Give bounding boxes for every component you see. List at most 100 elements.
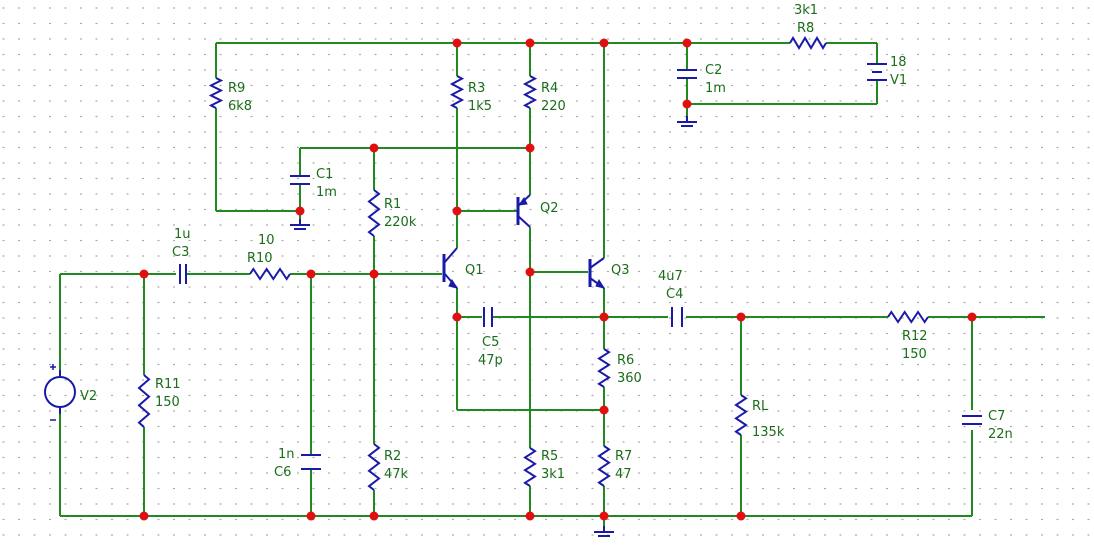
resistor-r2 (367, 443, 381, 491)
capacitor-c5 (483, 307, 493, 327)
transistor-q3 (588, 257, 606, 289)
junction-node-21 (369, 511, 379, 521)
junction-node-15 (599, 312, 609, 322)
c3-value: 1u (174, 227, 191, 242)
junction-node-1 (452, 38, 462, 48)
q2-ref: Q2 (540, 201, 559, 216)
junction-nodes (139, 38, 977, 521)
junction-node-14 (452, 312, 462, 322)
junction-node-23 (599, 511, 609, 521)
c7-ref: C7 (988, 409, 1005, 424)
junction-node-8 (295, 206, 305, 216)
ground-symbol-main (594, 526, 614, 537)
r5-value: 3k1 (541, 467, 565, 482)
resistor-r5 (523, 447, 537, 487)
r2-value: 47k (384, 467, 409, 482)
junction-node-5 (682, 99, 692, 109)
junction-node-19 (139, 511, 149, 521)
resistor-r3 (449, 75, 465, 109)
capacitor-c1 (290, 175, 310, 185)
r8-ref: R8 (797, 21, 814, 36)
junction-node-18 (599, 405, 609, 415)
q3-ref: Q3 (611, 263, 630, 278)
junction-node-7 (525, 143, 535, 153)
c6-value: 1n (278, 447, 295, 462)
capacitor-c2 (677, 69, 697, 79)
components (44, 36, 982, 537)
r11-value: 150 (155, 395, 180, 410)
r4-ref: R4 (541, 81, 558, 96)
resistor-r7 (597, 445, 611, 487)
wires (59, 42, 1045, 526)
r10-ref: R10 (247, 251, 273, 266)
c1-ref: C1 (316, 167, 333, 182)
r7-ref: R7 (615, 449, 632, 464)
ground-symbol-c2 (677, 116, 697, 127)
resistor-r4 (522, 75, 538, 109)
ground-symbol-c1 (290, 219, 310, 230)
junction-node-13 (525, 267, 535, 277)
c5-ref: C5 (482, 335, 499, 350)
c2-value: 1m (705, 81, 726, 96)
r3-ref: R3 (468, 81, 485, 96)
c4-ref: C4 (666, 287, 683, 302)
resistor-r8 (789, 36, 827, 50)
r2-ref: R2 (384, 449, 401, 464)
r8-value: 3k1 (794, 3, 818, 18)
v1-ref: V1 (890, 73, 907, 88)
junction-node-4 (682, 38, 692, 48)
c6-ref: C6 (274, 465, 291, 480)
c5-value: 47p (478, 353, 503, 368)
r12-ref: R12 (902, 329, 928, 344)
r4-value: 220 (541, 99, 566, 114)
c7-value: 22n (988, 427, 1013, 442)
resistor-r12 (887, 310, 929, 324)
capacitor-c6 (301, 454, 321, 470)
r6-ref: R6 (617, 353, 634, 368)
r6-value: 360 (617, 371, 642, 386)
voltage-source-v2 (44, 364, 76, 421)
wire-net (59, 42, 1045, 517)
r10-value: 10 (258, 233, 275, 248)
junction-node-3 (599, 38, 609, 48)
resistor-r10 (249, 267, 291, 281)
c4-value: 4u7 (658, 269, 683, 284)
battery-v1 (867, 63, 887, 81)
grid-dot-pattern (2, 7, 1090, 536)
capacitor-c7 (962, 415, 982, 425)
capacitor-c3 (179, 264, 187, 284)
r9-value: 6k8 (228, 99, 252, 114)
junction-node-20 (306, 511, 316, 521)
grid-dots (2, 7, 1090, 536)
labels: R9 6k8 R3 1k5 R4 220 3k1 R8 18 V1 C2 1m … (80, 3, 1013, 482)
junction-node-6 (369, 143, 379, 153)
v2-ref: V2 (80, 389, 97, 404)
junction-node-11 (306, 269, 316, 279)
junction-node-12 (369, 269, 379, 279)
c3-ref: C3 (172, 245, 189, 260)
junction-node-2 (525, 38, 535, 48)
resistor-r11 (137, 374, 151, 428)
resistor-r6 (597, 348, 611, 388)
rl-ref: RL (752, 399, 769, 414)
junction-node-10 (139, 269, 149, 279)
resistor-rl (734, 394, 748, 436)
junction-node-9 (452, 206, 462, 216)
r7-value: 47 (615, 467, 632, 482)
transistor-q2 (516, 194, 531, 228)
junction-node-16 (736, 312, 746, 322)
r9-ref: R9 (228, 81, 245, 96)
r1-value: 220k (384, 215, 417, 230)
resistor-r9 (208, 77, 224, 109)
c1-value: 1m (316, 185, 337, 200)
rl-value: 135k (752, 425, 785, 440)
transistor-q1 (442, 247, 459, 289)
r5-ref: R5 (541, 449, 558, 464)
v1-value: 18 (890, 55, 907, 70)
junction-node-24 (736, 511, 746, 521)
q1-ref: Q1 (465, 263, 484, 278)
r11-ref: R11 (155, 377, 181, 392)
capacitor-c4 (671, 307, 683, 327)
junction-node-22 (525, 511, 535, 521)
